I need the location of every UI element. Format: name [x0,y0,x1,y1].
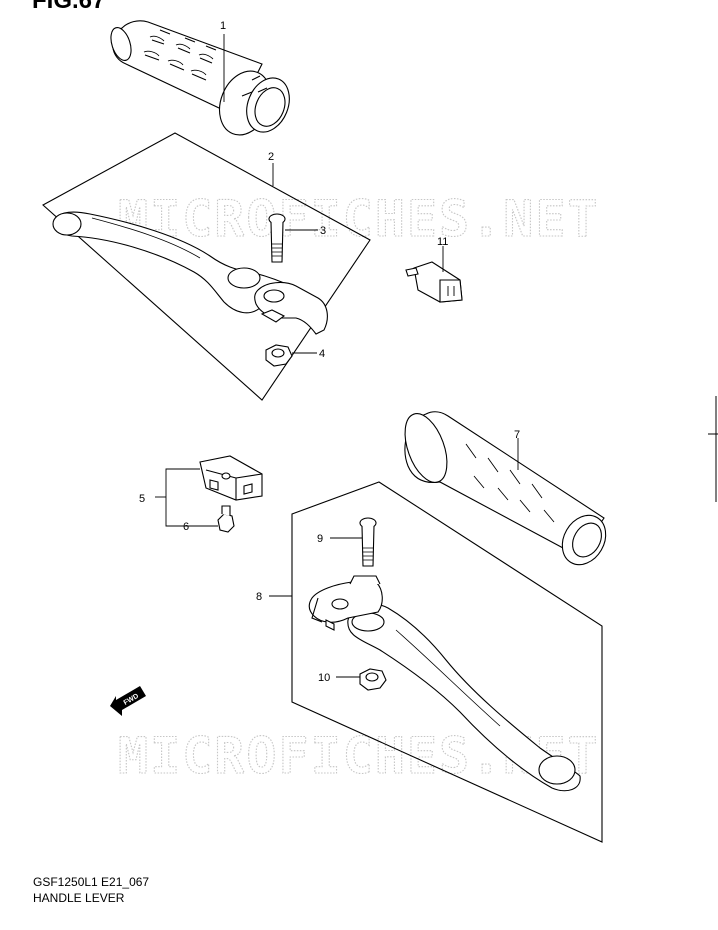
figure-title: FIG.67 [32,0,105,14]
diagram-code: GSF1250L1 E21_067 [33,875,150,889]
callout-8: 8 [256,591,262,603]
callout-10: 10 [318,672,330,684]
part-11-brake-switch [405,246,463,303]
callout-4: 4 [319,348,325,360]
part-2-kit-box [42,132,371,401]
callout-3: 3 [320,225,326,237]
part-5-bracket-line [155,468,210,527]
part-6-screw [196,505,235,533]
part-9-pivot-bolt [330,517,377,567]
forward-arrow-icon: FWD [110,686,146,716]
callout-9: 9 [317,533,323,545]
callout-2: 2 [268,151,274,163]
callout-5: 5 [139,493,145,505]
part-1-left-grip [110,20,290,136]
part-5-clutch-switch [199,455,263,501]
part-4-nut [265,344,317,367]
callout-7: 7 [514,429,520,441]
part-2-brake-lever [52,211,328,335]
crop-mark [708,396,718,502]
part-3-pivot-bolt [268,213,318,263]
part-10-nut [336,668,387,691]
diagram-name: HANDLE LEVER [33,891,125,905]
watermark-top: MICROFICHES.NET [118,190,600,248]
part-7-right-grip [404,411,607,566]
part-8-clutch-lever [308,575,581,792]
callout-1: 1 [220,20,226,32]
callout-6: 6 [183,521,189,533]
part-8-kit-box [269,481,603,843]
callout-11: 11 [437,236,448,248]
